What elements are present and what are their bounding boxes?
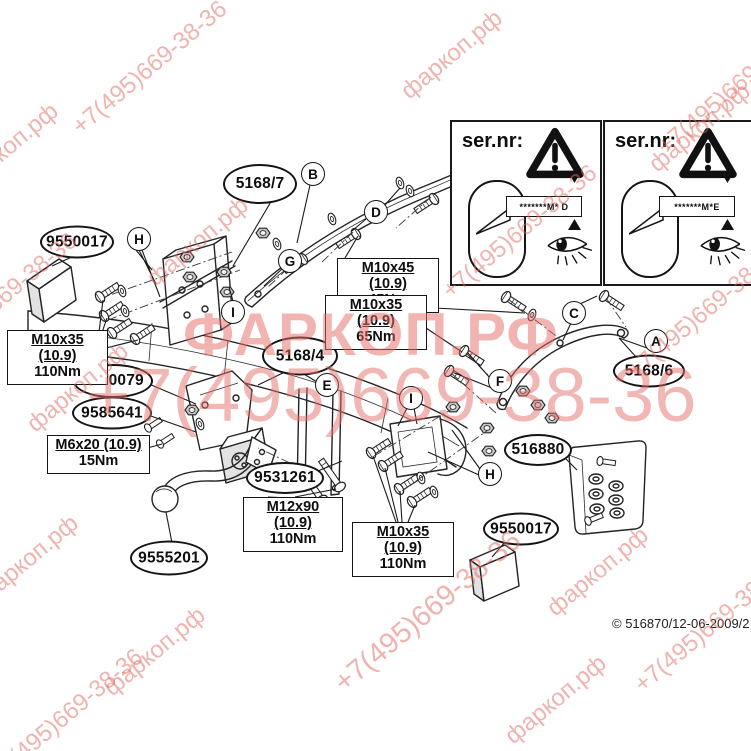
arrow-up-icon [568, 219, 581, 230]
torque-box-m12x90-110nm: M12x90 (10.9) 110Nm [243, 497, 343, 552]
torque-value: 110Nm [34, 363, 81, 380]
callout-letter-C: C [562, 301, 586, 325]
sernr-label: ser.nr: [462, 130, 524, 152]
warning-triangle-icon [526, 127, 584, 179]
torque-box-m10x35-110nm-left: M10x35 (10.9) 110Nm [7, 330, 108, 385]
right-mount-bracket [363, 401, 497, 510]
id-plate-outline [468, 180, 526, 278]
callout-letter-F: F [488, 369, 512, 393]
right-arm-strap [496, 324, 629, 411]
socket-bracket [142, 370, 253, 451]
serial-plate-text: *******M*E [659, 196, 735, 217]
callout-letter-I-left: I [221, 300, 245, 324]
part-callout-5168-6: 5168/6 [613, 354, 685, 388]
callout-letter-H-right: H [478, 462, 502, 486]
callout-letter-B: B [301, 162, 325, 186]
part-callout-516880: 516880 [504, 434, 572, 466]
bolt-spec: M10x35 (10.9) [31, 332, 84, 364]
bolt-spec: M10x35 (10.9) [376, 524, 430, 556]
copyright-text: © 516870/12-06-2009/2 [612, 616, 750, 631]
bolt-spec: M6x20 (10.9) [55, 437, 142, 453]
serial-number-panel-right: ser.nr: *******M*E [603, 120, 751, 286]
serial-number-panel-left: ser.nr: *******M* D [450, 120, 602, 286]
arrow-down-icon [568, 172, 581, 183]
torque-value: 110Nm [269, 530, 317, 547]
bolt-spec: M12x90 (10.9) [266, 499, 320, 531]
right-arm-fasteners [441, 288, 627, 424]
arrow-down-icon [721, 172, 734, 183]
fastener-pouch [568, 440, 647, 535]
serial-plate-text: *******M* D [506, 196, 582, 217]
torque-box-m10x35-65nm: M10x35 (10.9) 65Nm [325, 295, 427, 350]
callout-letter-I-right: I [399, 386, 423, 410]
callout-letter-E: E [315, 373, 339, 397]
arrow-up-icon [721, 219, 734, 230]
part-callout-9585641: 9585641 [72, 396, 152, 430]
callout-letter-A: A [644, 329, 668, 353]
callout-letter-H-left: H [127, 227, 151, 251]
bolt-spec: M10x45 (10.9) [361, 260, 415, 292]
torque-value: 65Nm [356, 328, 396, 345]
bolt-spec: M10x35 (10.9) [349, 297, 403, 329]
eye-icon [547, 236, 593, 266]
sernr-label: ser.nr: [615, 130, 677, 152]
part-callout-9550017-top: 9550017 [40, 225, 114, 259]
callout-letter-G: G [278, 249, 302, 273]
torque-box-m10x35-110nm-bottom: M10x35 (10.9) 110Nm [352, 522, 454, 577]
part-callout-9531261: 9531261 [246, 462, 324, 494]
part-callout-9550017-bottom: 9550017 [483, 512, 559, 546]
torque-box-m6x20-15nm: M6x20 (10.9) 15Nm [47, 435, 150, 474]
torque-value: 110Nm [379, 555, 427, 572]
pad-block-top [26, 258, 77, 323]
warning-triangle-icon [679, 127, 737, 179]
part-callout-5168-7: 5168/7 [223, 164, 297, 204]
part-callout-9555201: 9555201 [130, 540, 208, 576]
callout-letter-D: D [364, 200, 388, 224]
left-mount-bracket [92, 235, 241, 347]
eye-icon [700, 236, 746, 266]
torque-value: 15Nm [78, 452, 119, 469]
